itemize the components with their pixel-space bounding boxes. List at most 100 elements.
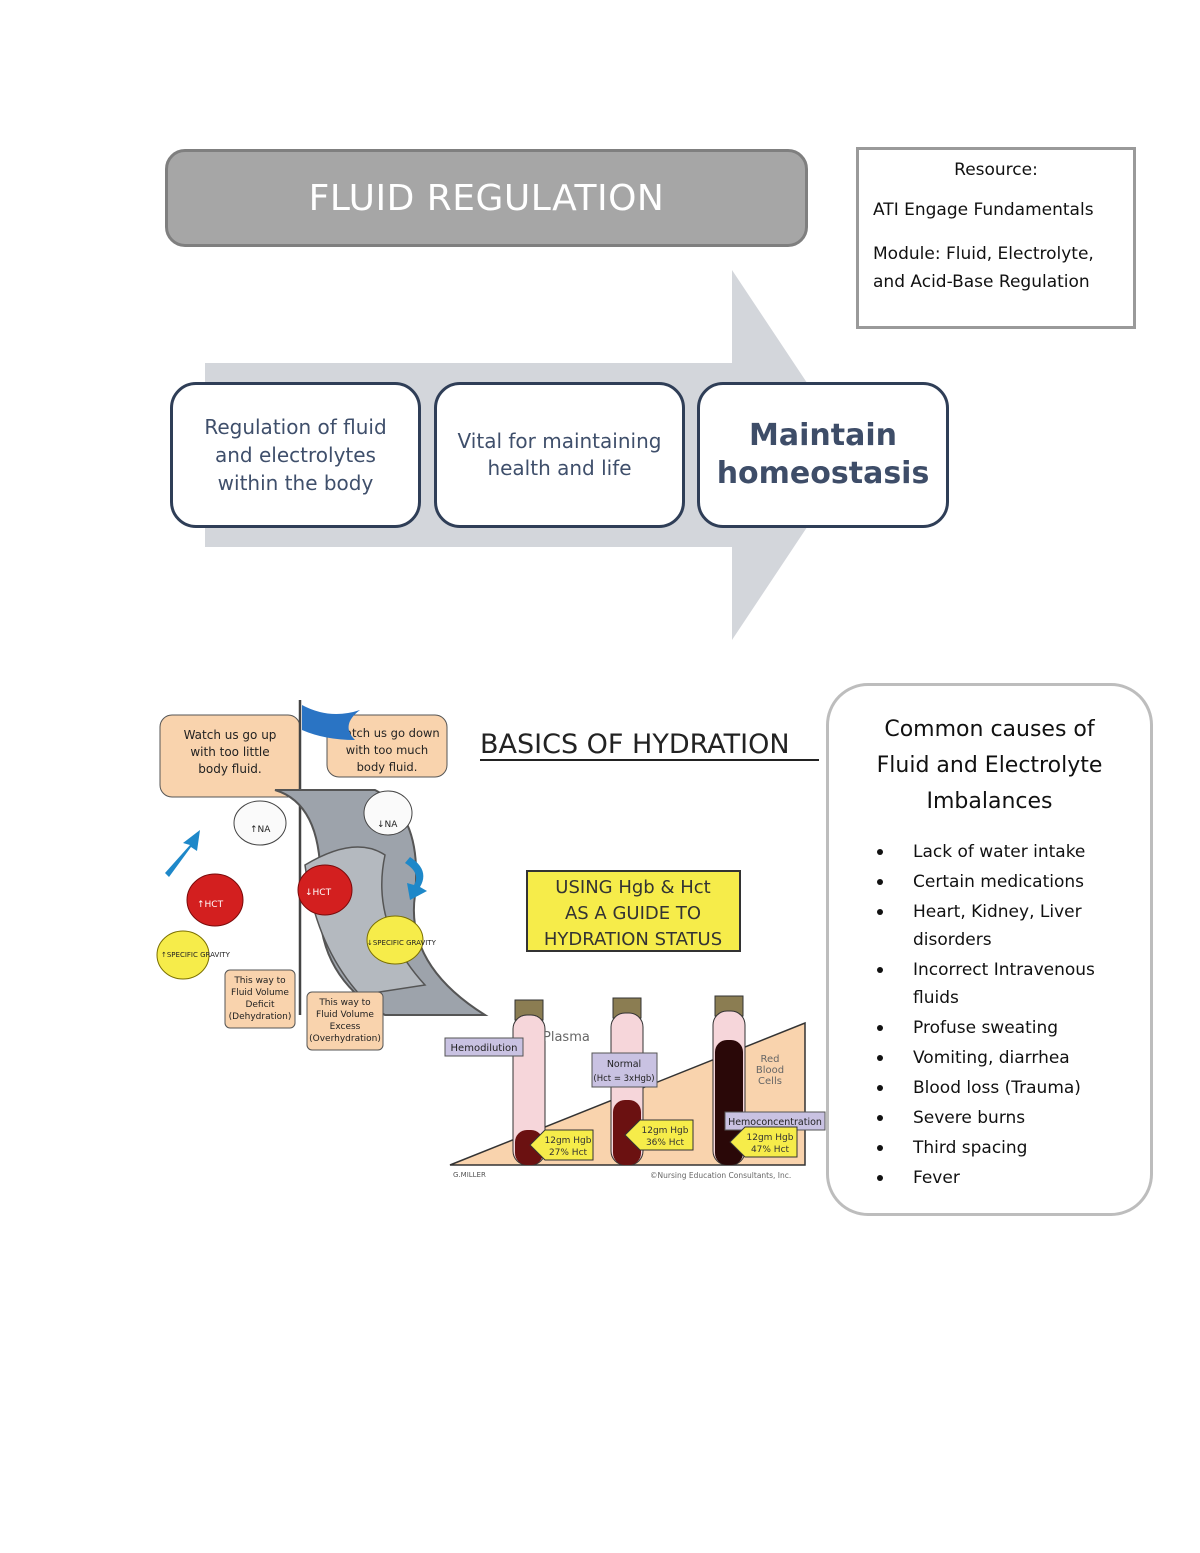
sign-deficit (224, 969, 296, 1029)
rbc-character-up (186, 873, 244, 927)
bubble-right-line: with too much (346, 743, 428, 757)
sign-excess-line: Fluid Volume (316, 1010, 374, 1020)
na-up-label: ↑NA (250, 825, 271, 835)
tube-label-3: 12gm Hgb 47% Hct (729, 1126, 798, 1158)
causes-title-line: Common causes of (884, 717, 1095, 742)
sodium-character-up (233, 800, 287, 846)
tube-label-1: 12gm Hgb 27% Hct (529, 1129, 594, 1161)
tube-label-2-line: 12gm Hgb (642, 1126, 689, 1136)
list-item-text: Third spacing (913, 1138, 1028, 1158)
bubble-right-line: body fluid. (357, 760, 418, 774)
page-title: FLUID REGULATION (308, 177, 665, 219)
hct-down-label: ↓HCT (305, 888, 332, 898)
flow-step-2: Vital for maintaining health and life (434, 382, 685, 528)
flow-step-1: Regulation of fluid and electrolytes wit… (170, 382, 421, 528)
list-item-text: Heart, Kidney, Liver (913, 902, 1082, 922)
flow-step-1-line: Regulation of fluid (204, 415, 387, 439)
hemodilution-label: Hemodilution (451, 1043, 518, 1054)
bubble-left-line: Watch us go up (184, 728, 277, 742)
resource-course: ATI Engage Fundamentals (873, 200, 1094, 220)
rbc-label-line: Cells (758, 1076, 782, 1087)
flow-step-3: Maintain homeostasis (697, 382, 949, 528)
list-item: Incorrect Intravenous fluids (873, 956, 1140, 1012)
rbc-character-down (297, 864, 353, 916)
artist-signature: G.MILLER (453, 1171, 486, 1179)
figure-heading: BASICS OF HYDRATION (480, 729, 790, 760)
specific-gravity-down-label: ↓SPECIFIC GRAVITY (367, 939, 437, 947)
flow-step-2-line: Vital for maintaining (457, 429, 662, 453)
tube-label-1-line: 27% Hct (549, 1148, 588, 1158)
rbc-label-line: Blood (756, 1065, 784, 1076)
guide-line: USING Hgb & Hct (555, 877, 710, 898)
resource-module: Module: Fluid, Electrolyte, and Acid-Bas… (873, 240, 1119, 296)
list-item-text: Vomiting, diarrhea (913, 1048, 1070, 1068)
sign-excess-line: (Overhydration) (309, 1034, 381, 1044)
na-down-label: ↓NA (377, 820, 398, 830)
resource-box: Resource: ATI Engage Fundamentals Module… (856, 147, 1136, 329)
tube-label-3-line: 12gm Hgb (747, 1133, 794, 1143)
causes-title-line: Fluid and Electrolyte (876, 753, 1103, 778)
normal-sub-label: (Hct = 3xHgb) (593, 1074, 654, 1084)
guide-box (526, 870, 741, 952)
flow-step-2-line: health and life (487, 456, 632, 480)
causes-box: Common causes of Fluid and Electrolyte I… (826, 683, 1153, 1216)
title-banner: FLUID REGULATION (165, 149, 808, 247)
sign-excess-line: This way to (318, 998, 371, 1008)
tube-label-1-line: 12gm Hgb (545, 1136, 592, 1146)
normal-label: Normal (607, 1059, 641, 1070)
bubble-left-line: body fluid. (198, 762, 261, 776)
sign-excess-line: Excess (330, 1022, 361, 1032)
tube-hemoconcentration (712, 995, 746, 1166)
resource-module-line-1: Module: Fluid, Electrolyte, (873, 244, 1094, 264)
up-arrow-icon (165, 830, 200, 877)
flow-step-1-line: within the body (217, 471, 374, 495)
list-item: Profuse sweating (873, 1014, 1140, 1042)
causes-title: Common causes of Fluid and Electrolyte I… (839, 712, 1140, 820)
resource-heading: Resource: (954, 160, 1038, 180)
rbc-label-line: Red (761, 1054, 780, 1065)
hct-up-label: ↑HCT (197, 900, 224, 910)
list-item: Vomiting, diarrhea (873, 1044, 1140, 1072)
hydration-illustration: BASICS OF HYDRATION Watch us go up with … (156, 700, 826, 1180)
resource-module-line-2: and Acid-Base Regulation (873, 272, 1090, 292)
list-item-text: Profuse sweating (913, 1018, 1059, 1038)
list-item: Lack of water intake (873, 838, 1140, 866)
list-item: Fever (873, 1164, 1140, 1192)
down-arrow-icon (405, 857, 427, 900)
sodium-character-down (363, 790, 413, 836)
hemoconcentration-label: Hemoconcentration (728, 1117, 822, 1128)
flag-icon (302, 705, 360, 740)
specific-gravity-character-up (156, 930, 210, 980)
flow-step-1-line: and electrolytes (215, 443, 376, 467)
tube-label-3-line: 47% Hct (751, 1145, 790, 1155)
bubble-right (326, 714, 448, 778)
plasma-label: Plasma (543, 1030, 590, 1045)
list-item-text: Certain medications (913, 872, 1085, 892)
list-item: Certain medications (873, 868, 1140, 896)
sign-deficit-line: (Dehydration) (229, 1012, 292, 1022)
list-item-text: Blood loss (Trauma) (913, 1078, 1081, 1098)
guide-line: AS A GUIDE TO (565, 903, 701, 924)
flow-step-3-line: Maintain (749, 418, 897, 453)
list-item: Severe burns (873, 1104, 1140, 1132)
flow-step-3-line: homeostasis (716, 456, 930, 491)
causes-list: Lack of water intake Certain medications… (839, 838, 1140, 1192)
list-item: Third spacing (873, 1134, 1140, 1162)
list-item-text: Lack of water intake (913, 842, 1086, 862)
list-item-text: Fever (913, 1168, 960, 1188)
list-item-text: Incorrect Intravenous (913, 960, 1095, 980)
specific-gravity-up-label: ↑SPECIFIC GRAVITY (161, 951, 231, 959)
specific-gravity-character-down (366, 915, 424, 965)
tube-label-2: 12gm Hgb 36% Hct (624, 1119, 694, 1151)
bubble-right-line: Watch us go down (334, 726, 439, 740)
list-item-text: fluids (913, 988, 959, 1008)
tube-label-2-line: 36% Hct (646, 1138, 685, 1148)
list-item: Blood loss (Trauma) (873, 1074, 1140, 1102)
figure-credit: ©Nursing Education Consultants, Inc. (650, 1171, 791, 1180)
sign-deficit-line: Fluid Volume (231, 988, 289, 998)
causes-title-line: Imbalances (926, 789, 1053, 814)
sign-deficit-line: Deficit (245, 1000, 275, 1010)
guide-line: HYDRATION STATUS (544, 929, 722, 950)
sign-excess (306, 991, 384, 1051)
